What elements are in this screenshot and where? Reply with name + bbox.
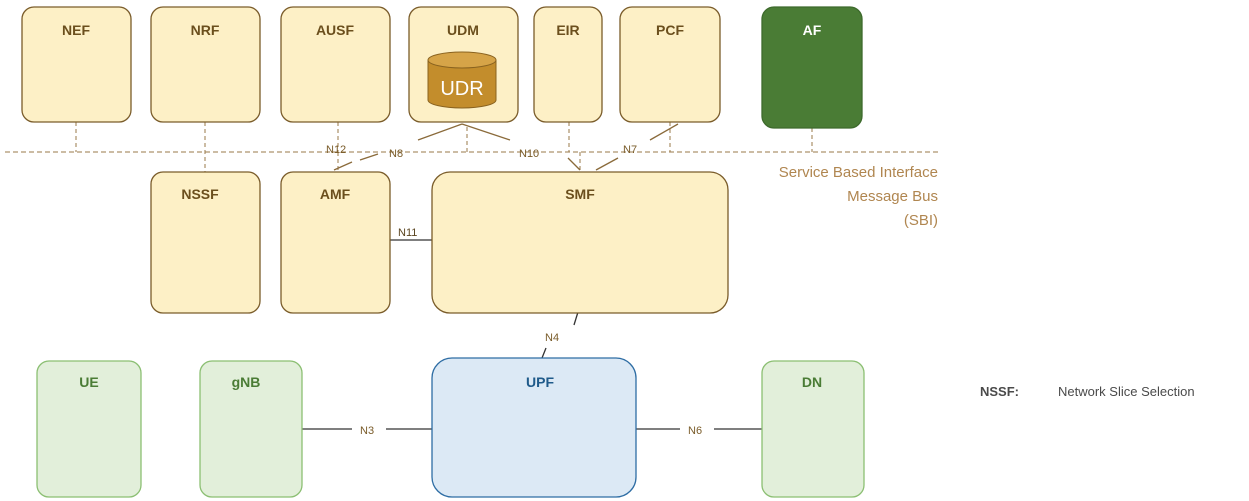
upf-label: UPF: [526, 374, 554, 390]
nf-box-pcf: PCF: [619, 6, 721, 123]
diagonal-connectors: [333, 123, 679, 171]
nf-box-eir: EIR: [533, 6, 603, 123]
interface-n4-label: N4: [545, 332, 559, 344]
interface-n8-label: N8: [389, 148, 403, 160]
nf-box-smf: SMF: [431, 171, 729, 314]
nf-box-ue: UE: [36, 360, 142, 498]
interface-n7-label: N7: [623, 144, 637, 156]
nf-box-udm: UDM UDR: [408, 6, 519, 123]
eir-label: EIR: [556, 22, 579, 38]
nf-box-ausf: AUSF: [280, 6, 391, 123]
interface-n11-label: N11: [398, 227, 417, 239]
nrf-label: NRF: [191, 22, 220, 38]
sbi-label-line3: (SBI): [904, 212, 938, 229]
dn-label: DN: [802, 374, 822, 390]
udr-label: UDR: [440, 78, 483, 100]
udr-database-icon: UDR: [427, 51, 497, 109]
legend-abbreviation: NSSF:: [980, 384, 1019, 399]
sbi-label-line2: Message Bus: [847, 188, 938, 205]
af-label: AF: [803, 22, 822, 38]
udm-label: UDM: [447, 22, 479, 38]
interface-n6-label: N6: [688, 425, 702, 437]
ausf-label: AUSF: [316, 22, 355, 38]
legend-description: Network Slice Selection: [1058, 384, 1195, 399]
interface-lines: [302, 239, 762, 430]
ue-label: UE: [79, 374, 98, 390]
nf-box-dn: DN: [761, 360, 865, 498]
sbi-label-line1: Service Based Interface: [779, 164, 938, 181]
gnb-label: gNB: [232, 374, 261, 390]
pcf-label: PCF: [656, 22, 684, 38]
nf-box-gnb: gNB: [199, 360, 303, 498]
interface-n3-label: N3: [360, 425, 374, 437]
nf-box-nef: NEF: [21, 6, 132, 123]
nssf-label: NSSF: [181, 186, 219, 202]
interface-n12-label: N12: [326, 144, 346, 156]
nf-box-upf: UPF: [431, 357, 637, 498]
smf-label: SMF: [565, 186, 595, 202]
nef-label: NEF: [62, 22, 90, 38]
nf-box-amf: AMF: [280, 171, 391, 314]
nf-box-nrf: NRF: [150, 6, 261, 123]
interface-n10-label: N10: [519, 148, 539, 160]
nf-box-nssf: NSSF: [150, 171, 261, 314]
amf-label: AMF: [320, 186, 351, 202]
nf-box-af: AF: [761, 6, 863, 129]
